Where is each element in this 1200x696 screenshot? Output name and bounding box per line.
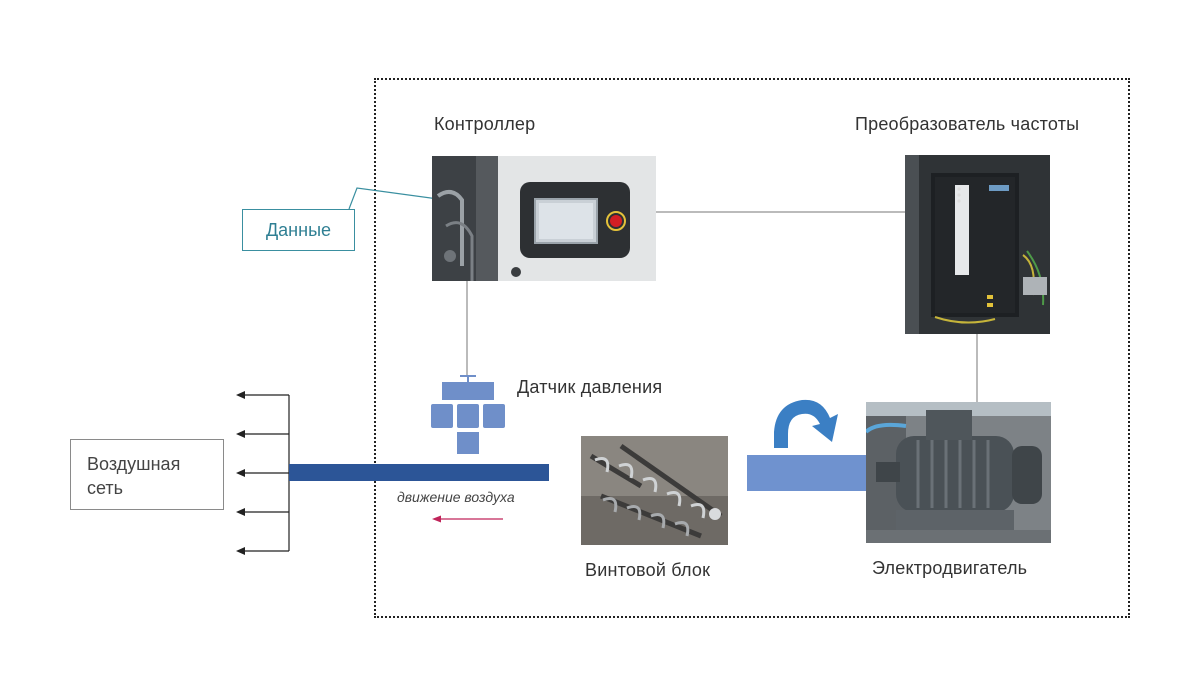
frequency-converter-label: Преобразователь частоты <box>855 114 1080 134</box>
frequency-converter-photo <box>905 155 1050 334</box>
controller-photo <box>432 156 656 281</box>
data-label: Данные <box>265 219 332 240</box>
screw-block-label: Винтовой блок <box>585 560 711 580</box>
controller-label: Контроллер <box>434 114 536 134</box>
rotation-arrow-icon <box>768 392 846 450</box>
network-arrowheads <box>236 391 245 555</box>
compressor-enclosure-frame <box>374 78 1130 618</box>
pressure-sensor-label: Датчик давления <box>517 377 663 397</box>
air-pipe <box>289 464 549 481</box>
electric-motor-label: Электродвигатель <box>872 558 1028 578</box>
pressure-sensor-icon <box>430 372 506 454</box>
screw-block-photo <box>581 436 728 545</box>
network-branches <box>243 394 289 552</box>
electric-motor-photo <box>866 402 1051 543</box>
air-network-label: Воздушная сеть <box>87 454 181 498</box>
air-movement-arrowhead <box>432 515 441 523</box>
air-network-box: Воздушная сеть <box>70 439 224 510</box>
air-movement-label: движение воздуха <box>397 489 515 505</box>
data-box: Данные <box>242 209 355 251</box>
drive-shaft <box>747 455 867 491</box>
